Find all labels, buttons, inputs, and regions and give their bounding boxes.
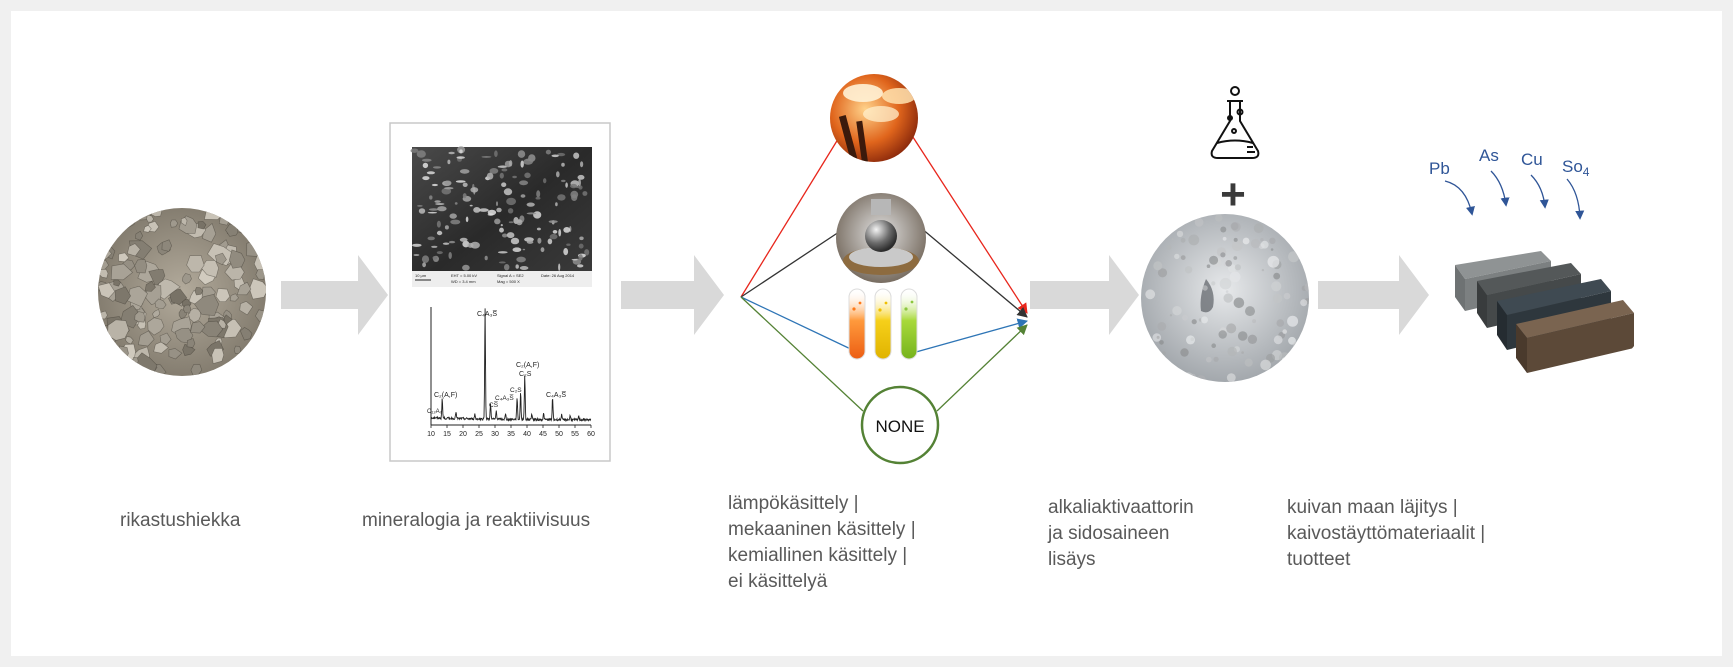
flow-arrow-3	[1030, 255, 1139, 335]
mineralogy-panel: 10 μm EHT = 5.00 kV WD = 3.4 mm Signal A…	[389, 122, 611, 462]
test-tube-green	[900, 288, 918, 360]
xrd-peak-label: C₄A₃S̅	[477, 310, 498, 318]
products-image	[1429, 195, 1653, 389]
step-label-line: alkaliaktivaattorin	[1048, 497, 1194, 518]
contaminant-pb: Pb	[1429, 159, 1450, 178]
step-label-end-use: kuivan maan läjitys | kaivostäyttömateri…	[1287, 495, 1485, 573]
step-label-tailings: rikastushiekka	[120, 508, 240, 534]
none-path-in	[740, 296, 864, 412]
binder-powder-image	[1141, 214, 1309, 382]
process-diagram: 10 μm EHT = 5.00 kV WD = 3.4 mm Signal A…	[11, 11, 1722, 656]
sem-mag-text: Mag = 500 X	[497, 279, 520, 284]
none-label: NONE	[875, 417, 924, 436]
xrd-peak-label: C₂S	[519, 371, 532, 378]
contaminant-as: As	[1479, 146, 1499, 165]
step-label-line: ja sidosaineen	[1048, 523, 1170, 544]
step-label-line: ei käsittelyä	[728, 571, 828, 592]
step-label-line: kuivan maan läjitys |	[1287, 497, 1458, 518]
xrd-peak-label: C₁₂A₇	[427, 409, 442, 415]
flask-icon	[1210, 86, 1260, 159]
xrd-pattern: 10 15 20 25 30 35 40 45 50 55 60 C₄A₃S̅ C₂(A,F) C₁…	[427, 307, 595, 438]
sem-wd-text: WD = 3.4 mm	[451, 279, 476, 284]
xrd-tick-label: 20	[459, 431, 467, 438]
mechanical-path-in	[740, 227, 846, 298]
xrd-peak-label: CS̅	[489, 401, 499, 409]
test-tube-yellow	[874, 288, 892, 360]
plus-sign: +	[1220, 170, 1246, 219]
no-treatment-node: NONE	[860, 385, 940, 465]
sem-image: 10 μm EHT = 5.00 kV WD = 3.4 mm Signal A…	[410, 146, 592, 287]
mechanical-treatment-image	[836, 193, 926, 283]
xrd-tick-label: 40	[523, 431, 531, 438]
step-label-treatment: lämpökäsittely | mekaaninen käsittely | …	[728, 491, 916, 595]
xrd-tick-label: 45	[539, 431, 547, 438]
heat-treatment-image	[830, 74, 918, 162]
xrd-tick-label: 35	[507, 431, 515, 438]
chemical-path-out	[915, 318, 1029, 353]
flow-arrow-2	[621, 255, 724, 335]
sem-eht-text: EHT = 5.00 kV	[451, 273, 477, 278]
flow-arrow-1	[281, 255, 388, 335]
flow-arrow-4	[1318, 255, 1429, 335]
contaminant-arrow	[1566, 178, 1585, 220]
xrd-peak-label: C₂(A,F)	[434, 392, 457, 399]
contaminant-cu: Cu	[1521, 150, 1543, 169]
step-label-line: lisäys	[1048, 549, 1096, 570]
none-path-out	[936, 324, 1028, 412]
xrd-peak-label: C₂(A,F)	[516, 362, 539, 369]
xrd-tick-label: 25	[475, 431, 483, 438]
contaminant-arrow	[1490, 170, 1510, 207]
xrd-tick-label: 55	[571, 431, 579, 438]
chemical-path-in	[740, 296, 858, 353]
xrd-peak-label: C₂S	[510, 387, 522, 394]
step-label-line: tuotteet	[1287, 549, 1351, 570]
step-label-mineralogy: mineralogia ja reaktiivisuus	[362, 508, 590, 534]
sem-date-text: Date: 26 Aug 2014	[541, 273, 575, 278]
step-label-line: lämpökäsittely |	[728, 493, 859, 514]
step-label-activation: alkaliaktivaattorin ja sidosaineen lisäy…	[1048, 495, 1194, 573]
xrd-peak-label: C₄A₃S̅	[495, 394, 514, 402]
tailings-image	[98, 208, 266, 376]
xrd-tick-label: 30	[491, 431, 499, 438]
step-label-line: rikastushiekka	[120, 510, 241, 531]
step-label-line: mineralogia ja reaktiivisuus	[362, 510, 591, 531]
sem-signal-text: Signal A = SE2	[497, 273, 524, 278]
heat-path-in	[740, 130, 844, 298]
mechanical-path-out	[920, 227, 1028, 318]
contaminant-arrow	[1444, 180, 1475, 216]
contaminant-arrow	[1530, 174, 1549, 209]
heat-path-out	[908, 130, 1028, 314]
sem-scale-text: 10 μm	[415, 273, 427, 278]
xrd-tick-label: 50	[555, 431, 563, 438]
xrd-tick-label: 60	[587, 431, 595, 438]
chemical-treatment-image	[848, 288, 918, 360]
xrd-tick-label: 10	[427, 431, 435, 438]
xrd-peak-label: C₄A₃S̅	[546, 391, 567, 399]
treatment-paths	[740, 130, 1029, 412]
contaminant-so4: So4	[1562, 157, 1590, 179]
step-label-line: kemiallinen käsittely |	[728, 545, 908, 566]
step-label-line: kaivostäyttömateriaalit |	[1287, 523, 1486, 544]
step-label-line: mekaaninen käsittely |	[728, 519, 916, 540]
xrd-tick-label: 15	[443, 431, 451, 438]
contaminants: Pb As Cu So4	[1429, 146, 1590, 220]
test-tube-orange	[848, 288, 866, 360]
